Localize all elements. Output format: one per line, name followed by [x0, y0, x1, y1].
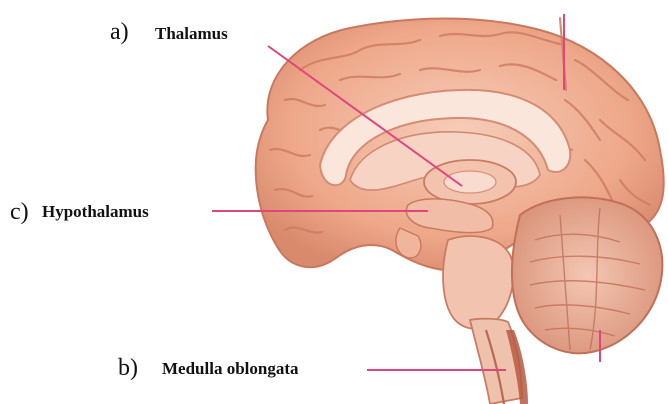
label-b-medulla: Medulla oblongata: [162, 360, 299, 377]
pons: [443, 236, 514, 329]
label-a-thalamus: Thalamus: [155, 25, 228, 42]
label-a-letter: a): [110, 20, 129, 44]
label-c-letter: c): [10, 200, 29, 224]
label-c-hypothalamus: Hypothalamus: [42, 203, 149, 220]
label-b-letter: b): [118, 356, 138, 380]
